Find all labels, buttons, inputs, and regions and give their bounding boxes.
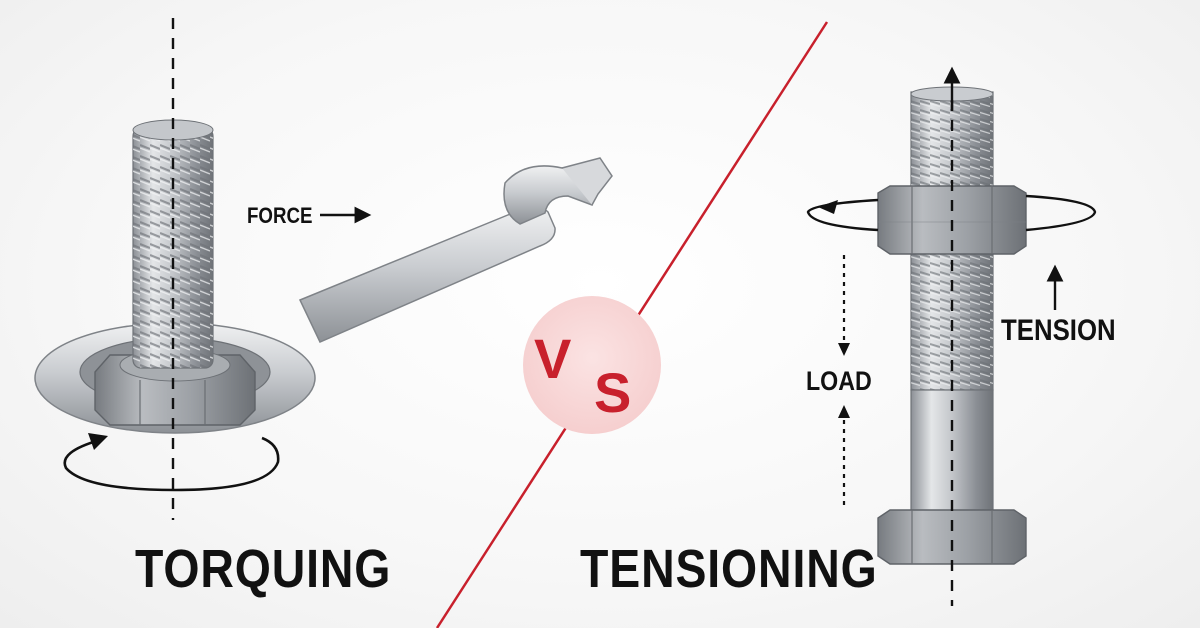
tensioning-title: TENSIONING [580,539,878,599]
torquing-title: TORQUING [135,539,392,599]
vs-badge [523,296,661,434]
vs-letter-v: V [534,327,572,390]
right-rotation-arrow [806,194,1097,232]
left-rotation-arrow [63,436,280,492]
vs-letter-s: S [594,361,632,424]
load-arrow-top-head [838,343,850,356]
left-rotation-arrowhead [88,433,108,450]
wrench-illustration [34,157,613,434]
load-label: LOAD [806,366,872,396]
tension-label: TENSION [1001,314,1116,347]
force-label: FORCE [247,203,313,228]
load-arrow-bottom-head [838,405,850,418]
right-rotation-arrowhead [818,200,838,214]
